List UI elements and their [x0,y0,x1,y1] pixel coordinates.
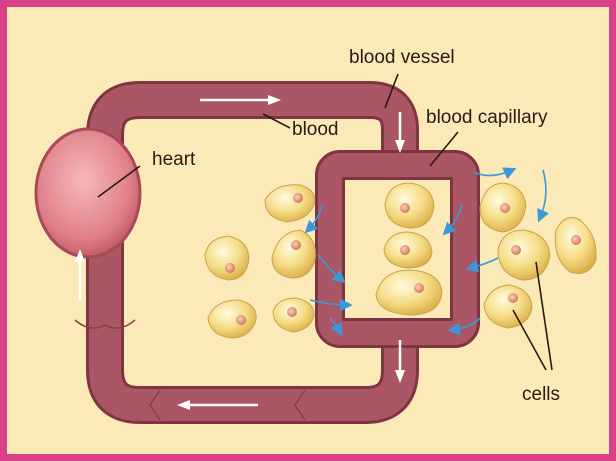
heart-shape [36,129,140,257]
label-blood-vessel: blood vessel [349,47,455,68]
cell [385,183,434,228]
label-blood-capillary: blood capillary [426,107,548,128]
label-blood: blood [292,119,339,140]
cell [384,232,432,268]
label-heart: heart [152,149,196,170]
label-cells: cells [522,384,560,405]
